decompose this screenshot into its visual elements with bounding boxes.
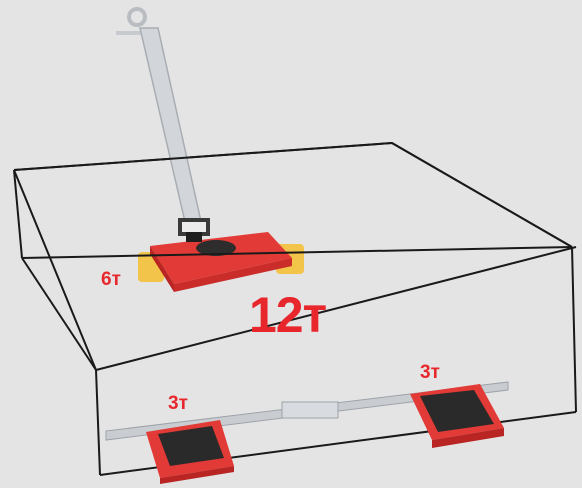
rear-skates-icon (105, 381, 509, 484)
steering-handle-icon (116, 7, 210, 236)
rear-left-skate-capacity-label: 3т (168, 393, 188, 414)
load-box-back (13, 141, 573, 248)
load-box-front (13, 142, 577, 476)
front-skate-capacity-label: 6т (101, 269, 121, 290)
total-capacity-label: 12т (249, 287, 327, 343)
rear-right-skate-capacity-label: 3т (420, 362, 440, 383)
front-skate-icon (138, 232, 304, 292)
